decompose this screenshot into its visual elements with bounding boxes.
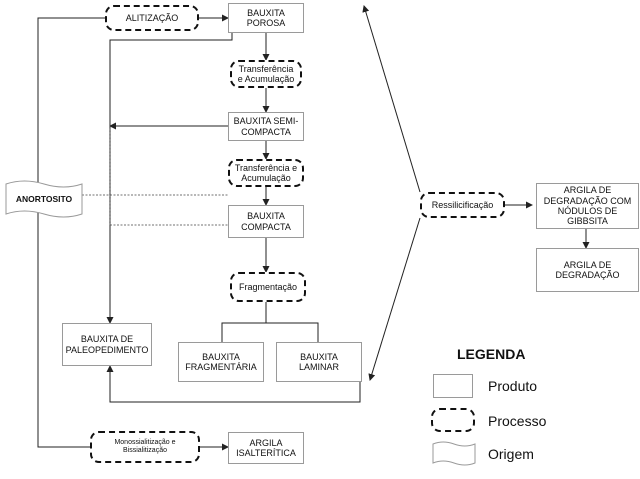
connector-frag-split <box>221 302 319 342</box>
origin-shape <box>5 180 83 218</box>
process-transferencia-2: Transferência e Acumulação <box>228 159 304 187</box>
node-bauxita-porosa: BAUXITA POROSA <box>228 3 304 33</box>
node-anortosito: ANORTOSITO <box>15 194 73 204</box>
connector-bottom-loop <box>106 365 361 403</box>
legend-processo-label: Processo <box>488 413 547 429</box>
legend-processo-swatch <box>431 408 475 432</box>
connector-anortosito-alitizacao <box>37 17 105 190</box>
node-bauxita-compacta: BAUXITA COMPACTA <box>228 205 304 238</box>
legend-produto-swatch <box>433 374 473 398</box>
legend-title: LEGENDA <box>457 346 526 362</box>
connector-bracket-up <box>362 5 421 193</box>
connector-bracket-down <box>368 217 421 381</box>
node-argila-degradacao: ARGILA DE DEGRADAÇÃO <box>536 248 639 292</box>
legend-origem-swatch <box>432 441 476 466</box>
process-monossialitizacao: Monossialitização e Bissialitização <box>90 431 200 463</box>
node-bauxita-fragmentaria: BAUXITA FRAGMENTÁRIA <box>178 342 264 382</box>
process-fragmentacao: Fragmentação <box>230 272 306 302</box>
legend-produto-label: Produto <box>488 378 538 394</box>
node-argila-gibbsita: ARGILA DE DEGRADAÇÃO COM NÓDULOS DE GIBB… <box>536 183 639 229</box>
node-bauxita-semi-compacta: BAUXITA SEMI- COMPACTA <box>228 112 304 141</box>
node-argila-isalteritica: ARGILA ISALTERÍTICA <box>228 432 304 464</box>
connector-anortosito-mono <box>37 212 90 448</box>
process-ressilicificacao: Ressilicificação <box>420 192 505 218</box>
node-bauxita-paleopedimento: BAUXITA DE PALEOPEDIMENTO <box>62 323 152 366</box>
process-alitizacao: ALITIZAÇÃO <box>105 5 199 31</box>
process-transferencia-1: Transferência e Acumulação <box>230 60 302 88</box>
node-bauxita-laminar: BAUXITA LAMINAR <box>276 342 362 382</box>
connector-porosa-left <box>106 33 233 324</box>
legend-origem-label: Origem <box>488 446 534 462</box>
